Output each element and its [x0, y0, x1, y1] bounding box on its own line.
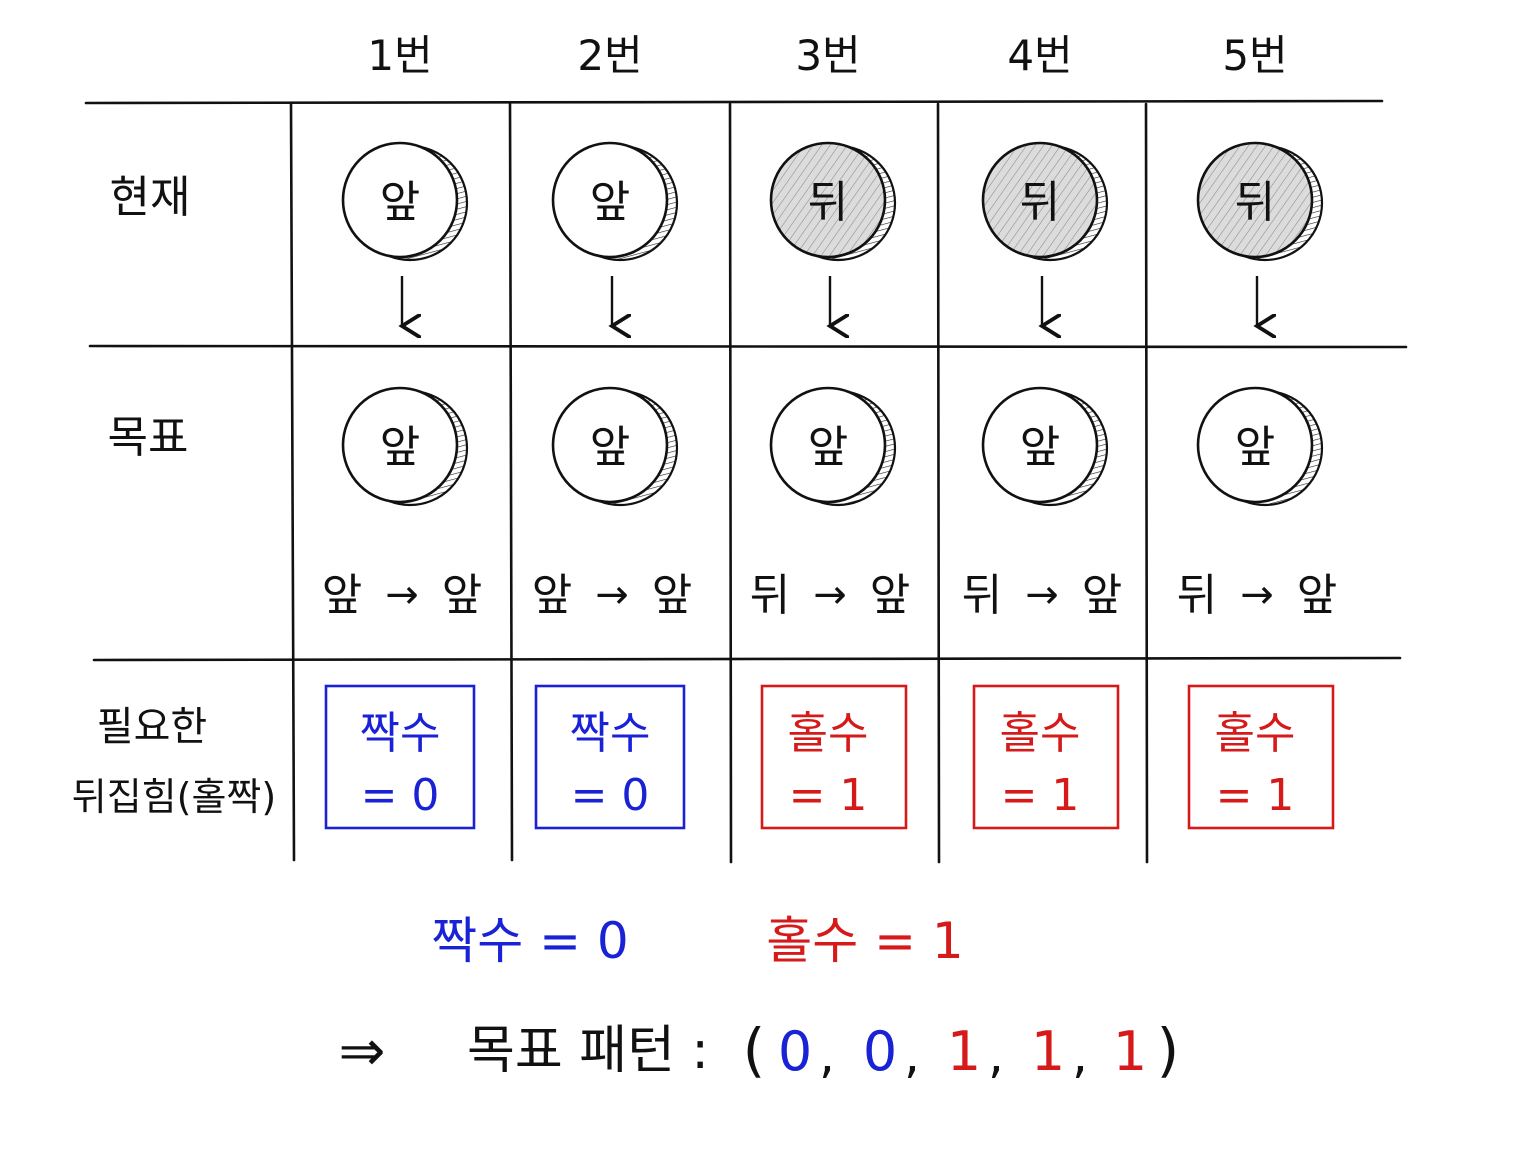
transition-from-1: 앞: [322, 570, 362, 621]
legend-even: 짝수 = 0: [431, 912, 629, 970]
column-header-3: 3번: [795, 31, 860, 80]
result-separator-3: ,: [988, 1026, 1004, 1084]
current-coin-4-label: 뒤: [1020, 177, 1060, 228]
parity-word-3: 홀수: [788, 708, 869, 759]
row-label-target: 목표: [108, 412, 189, 463]
grid-line-top: [84, 99, 1384, 105]
grid-col-3: [728, 102, 733, 864]
target-coin-1: 앞: [341, 386, 469, 507]
current-coin-3-label: 뒤: [808, 177, 848, 228]
transition-from-2: 앞: [532, 570, 572, 621]
transition-to-4: 앞: [1082, 570, 1122, 621]
row-label-needed-line1: 필요한: [97, 704, 207, 750]
transition-from-4: 뒤: [962, 570, 1002, 621]
transition-to-3: 앞: [870, 570, 910, 621]
transition-arrow-icon-2: →: [595, 572, 629, 618]
result-close-paren: ): [1157, 1016, 1180, 1084]
parity-word-4: 홀수: [1000, 708, 1081, 759]
current-coin-1: 앞: [341, 141, 469, 262]
column-header-5: 5번: [1222, 31, 1287, 80]
parity-word-5: 홀수: [1215, 708, 1296, 759]
parity-value-1: = 0: [361, 770, 440, 821]
target-coin-4: 앞: [981, 386, 1109, 507]
parity-box-1: 짝수 = 0: [324, 684, 476, 830]
result-separator-1: ,: [819, 1026, 835, 1084]
current-coin-2: 앞: [551, 141, 679, 262]
result-value-4: 1: [1031, 1020, 1065, 1083]
target-coin-3: 앞: [769, 386, 897, 507]
target-coin-2-label: 앞: [590, 422, 630, 473]
transition-to-5: 앞: [1297, 570, 1337, 621]
grid-col-5: [1144, 102, 1149, 864]
parity-box-3: 홀수 = 1: [760, 684, 908, 830]
column-header-2: 2번: [577, 31, 642, 80]
column-header-1: 1번: [367, 31, 432, 80]
target-coin-2: 앞: [551, 386, 679, 507]
result-value-5: 1: [1113, 1020, 1147, 1083]
transition-to-2: 앞: [652, 570, 692, 621]
result-value-3: 1: [947, 1020, 981, 1083]
result-value-1: 0: [778, 1020, 812, 1083]
current-coin-5-label: 뒤: [1235, 177, 1275, 228]
current-coin-1-label: 앞: [380, 177, 420, 228]
parity-box-4: 홀수 = 1: [972, 684, 1120, 830]
transition-to-1: 앞: [442, 570, 482, 621]
transition-arrow-icon-1: →: [385, 572, 419, 618]
transition-arrow-icon-4: →: [1025, 572, 1059, 618]
target-coin-3-label: 앞: [808, 422, 848, 473]
transition-from-5: 뒤: [1177, 570, 1217, 621]
result-separator-4: ,: [1072, 1026, 1088, 1084]
target-coin-4-label: 앞: [1020, 422, 1060, 473]
table-grid: [84, 99, 1408, 864]
column-header-4: 4번: [1007, 31, 1072, 80]
result-value-2: 0: [863, 1020, 897, 1083]
parity-value-3: = 1: [789, 770, 868, 821]
current-coin-3: 뒤: [769, 141, 897, 262]
grid-col-2: [508, 102, 514, 862]
row-label-current: 현재: [110, 172, 191, 223]
transition-arrow-icon-5: →: [1240, 572, 1274, 618]
parity-value-2: = 0: [571, 770, 650, 821]
result-label: 목표 패턴 :: [467, 1021, 709, 1081]
current-coin-4: 뒤: [981, 141, 1109, 262]
target-coin-5-label: 앞: [1235, 422, 1275, 473]
parity-box-5: 홀수 = 1: [1187, 684, 1335, 830]
parity-box-2: 짝수 = 0: [534, 684, 686, 830]
transition-from-3: 뒤: [750, 570, 790, 621]
result-open-paren: (: [743, 1016, 766, 1084]
parity-value-4: = 1: [1001, 770, 1080, 821]
target-coin-5: 앞: [1196, 386, 1324, 507]
result-arrow-icon: ⇒: [339, 1019, 386, 1084]
grid-line-middle: [88, 344, 1408, 349]
result-separator-2: ,: [904, 1026, 920, 1084]
current-coin-5: 뒤: [1196, 141, 1324, 262]
current-coin-2-label: 앞: [590, 177, 630, 228]
parity-word-2: 짝수: [570, 708, 651, 759]
result-line: ⇒ 목표 패턴 : ( ) 0,0,1,1,1: [339, 1016, 1180, 1084]
legend-odd: 홀수 = 1: [766, 912, 964, 970]
grid-line-lower: [92, 656, 1402, 662]
row-label-needed-line2: 뒤집힘(홀짝): [72, 775, 276, 819]
grid-col-4: [936, 102, 941, 864]
grid-col-1: [289, 102, 296, 862]
transition-arrow-icon-3: →: [813, 572, 847, 618]
parity-value-5: = 1: [1216, 770, 1295, 821]
target-coin-1-label: 앞: [380, 422, 420, 473]
parity-word-1: 짝수: [360, 708, 441, 759]
